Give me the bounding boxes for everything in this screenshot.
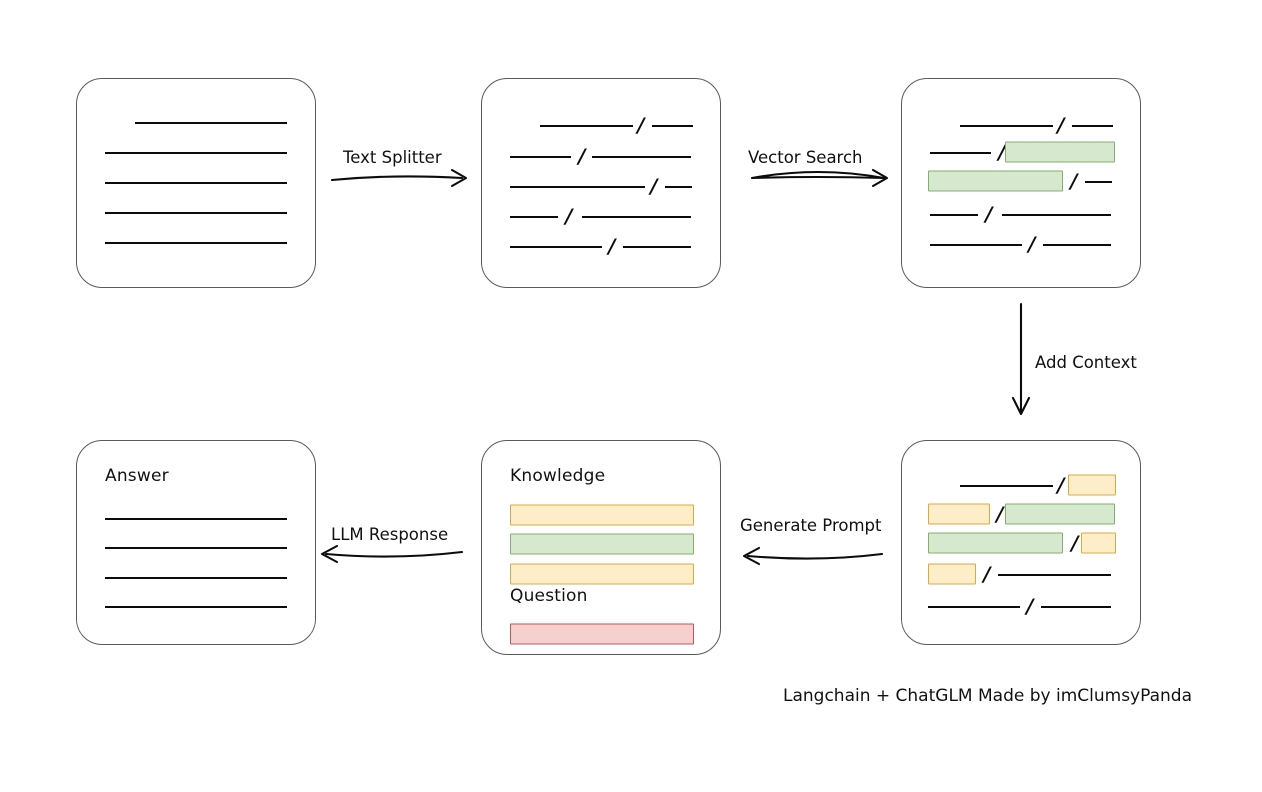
matched-row-3-right [1085, 181, 1112, 183]
matched-row-2-separator-icon: / [998, 140, 1006, 164]
chunk-row-5-separator-icon: / [608, 234, 616, 258]
chunk-row-2-left [510, 156, 571, 158]
matched-row-5-left [930, 244, 1022, 246]
matched-row-4-right [1002, 214, 1111, 216]
chunk-row-3-right [665, 186, 692, 188]
arrow-add-context-label: Add Context [1035, 353, 1137, 372]
answer-line-1 [105, 518, 287, 520]
split-chunks[interactable] [481, 78, 721, 288]
knowledge-label: Knowledge [510, 466, 606, 486]
context-row-3-separator-icon: / [1071, 531, 1079, 555]
matched-row-3-separator-icon: / [1070, 169, 1078, 193]
question-label: Question [510, 586, 588, 606]
source-line-4 [105, 212, 287, 214]
chunk-row-1-left [540, 125, 633, 127]
chunk-row-2-separator-icon: / [578, 144, 586, 168]
source-line-3 [105, 182, 287, 184]
context-row-2-separator-icon: / [996, 502, 1004, 526]
context-row-4-right [998, 574, 1111, 576]
matched-row-1-separator-icon: / [1057, 113, 1065, 137]
context-row-5-left [928, 606, 1020, 608]
answer-label: Answer [105, 466, 169, 486]
source-line-1 [135, 122, 287, 124]
chunk-row-1-right [652, 125, 693, 127]
source-line-5 [105, 242, 287, 244]
context-row-3-right-highlight [1081, 532, 1116, 554]
context-row-1-separator-icon: / [1057, 473, 1065, 497]
matched-row-2-right-highlight [1005, 141, 1115, 163]
source-line-2 [105, 152, 287, 154]
matched-row-1-right [1072, 125, 1113, 127]
chunk-row-3-separator-icon: / [650, 174, 658, 198]
chunk-row-5-left [510, 246, 602, 248]
diagram-caption: Langchain + ChatGLM Made by imClumsyPand… [783, 686, 1192, 706]
chunk-row-4-left [510, 216, 558, 218]
answer-line-2 [105, 547, 287, 549]
context-row-5-separator-icon: / [1026, 594, 1034, 618]
matched-row-2-left [930, 152, 991, 154]
context-row-4-left-highlight [928, 563, 976, 585]
answer-line-4 [105, 606, 287, 608]
question-bar [510, 623, 694, 644]
arrow-llm-response-label: LLM Response [331, 525, 449, 544]
answer-document[interactable] [76, 440, 316, 645]
matched-row-5-separator-icon: / [1028, 232, 1036, 256]
context-row-3-left-highlight [928, 532, 1063, 554]
chunk-row-4-right [582, 216, 691, 218]
chunk-row-4-separator-icon: / [565, 204, 573, 228]
context-row-2-left-highlight [928, 503, 990, 525]
matched-row-4-left [930, 214, 978, 216]
chunk-row-3-left [510, 186, 645, 188]
arrow-vector-search-label: Vector Search [748, 148, 863, 167]
matched-row-5-right [1043, 244, 1111, 246]
context-row-2-right-highlight [1005, 503, 1115, 525]
chunk-row-2-right [592, 156, 691, 158]
arrow-generate-prompt-label: Generate Prompt [740, 516, 882, 535]
matched-row-4-separator-icon: / [985, 202, 993, 226]
context-row-4-separator-icon: / [983, 562, 991, 586]
matched-row-3-left-highlight [928, 170, 1063, 192]
chunk-row-1-separator-icon: / [637, 113, 645, 137]
arrow-text-splitter-label: Text Splitter [343, 148, 442, 167]
context-row-1-right-highlight [1068, 474, 1116, 496]
context-row-5-right [1041, 606, 1111, 608]
context-row-1-left [960, 485, 1053, 487]
knowledge-bar-3 [510, 563, 694, 584]
knowledge-bar-2 [510, 533, 694, 554]
chunk-row-5-right [623, 246, 691, 248]
knowledge-bar-1 [510, 504, 694, 525]
matched-row-1-left [960, 125, 1053, 127]
answer-line-3 [105, 577, 287, 579]
